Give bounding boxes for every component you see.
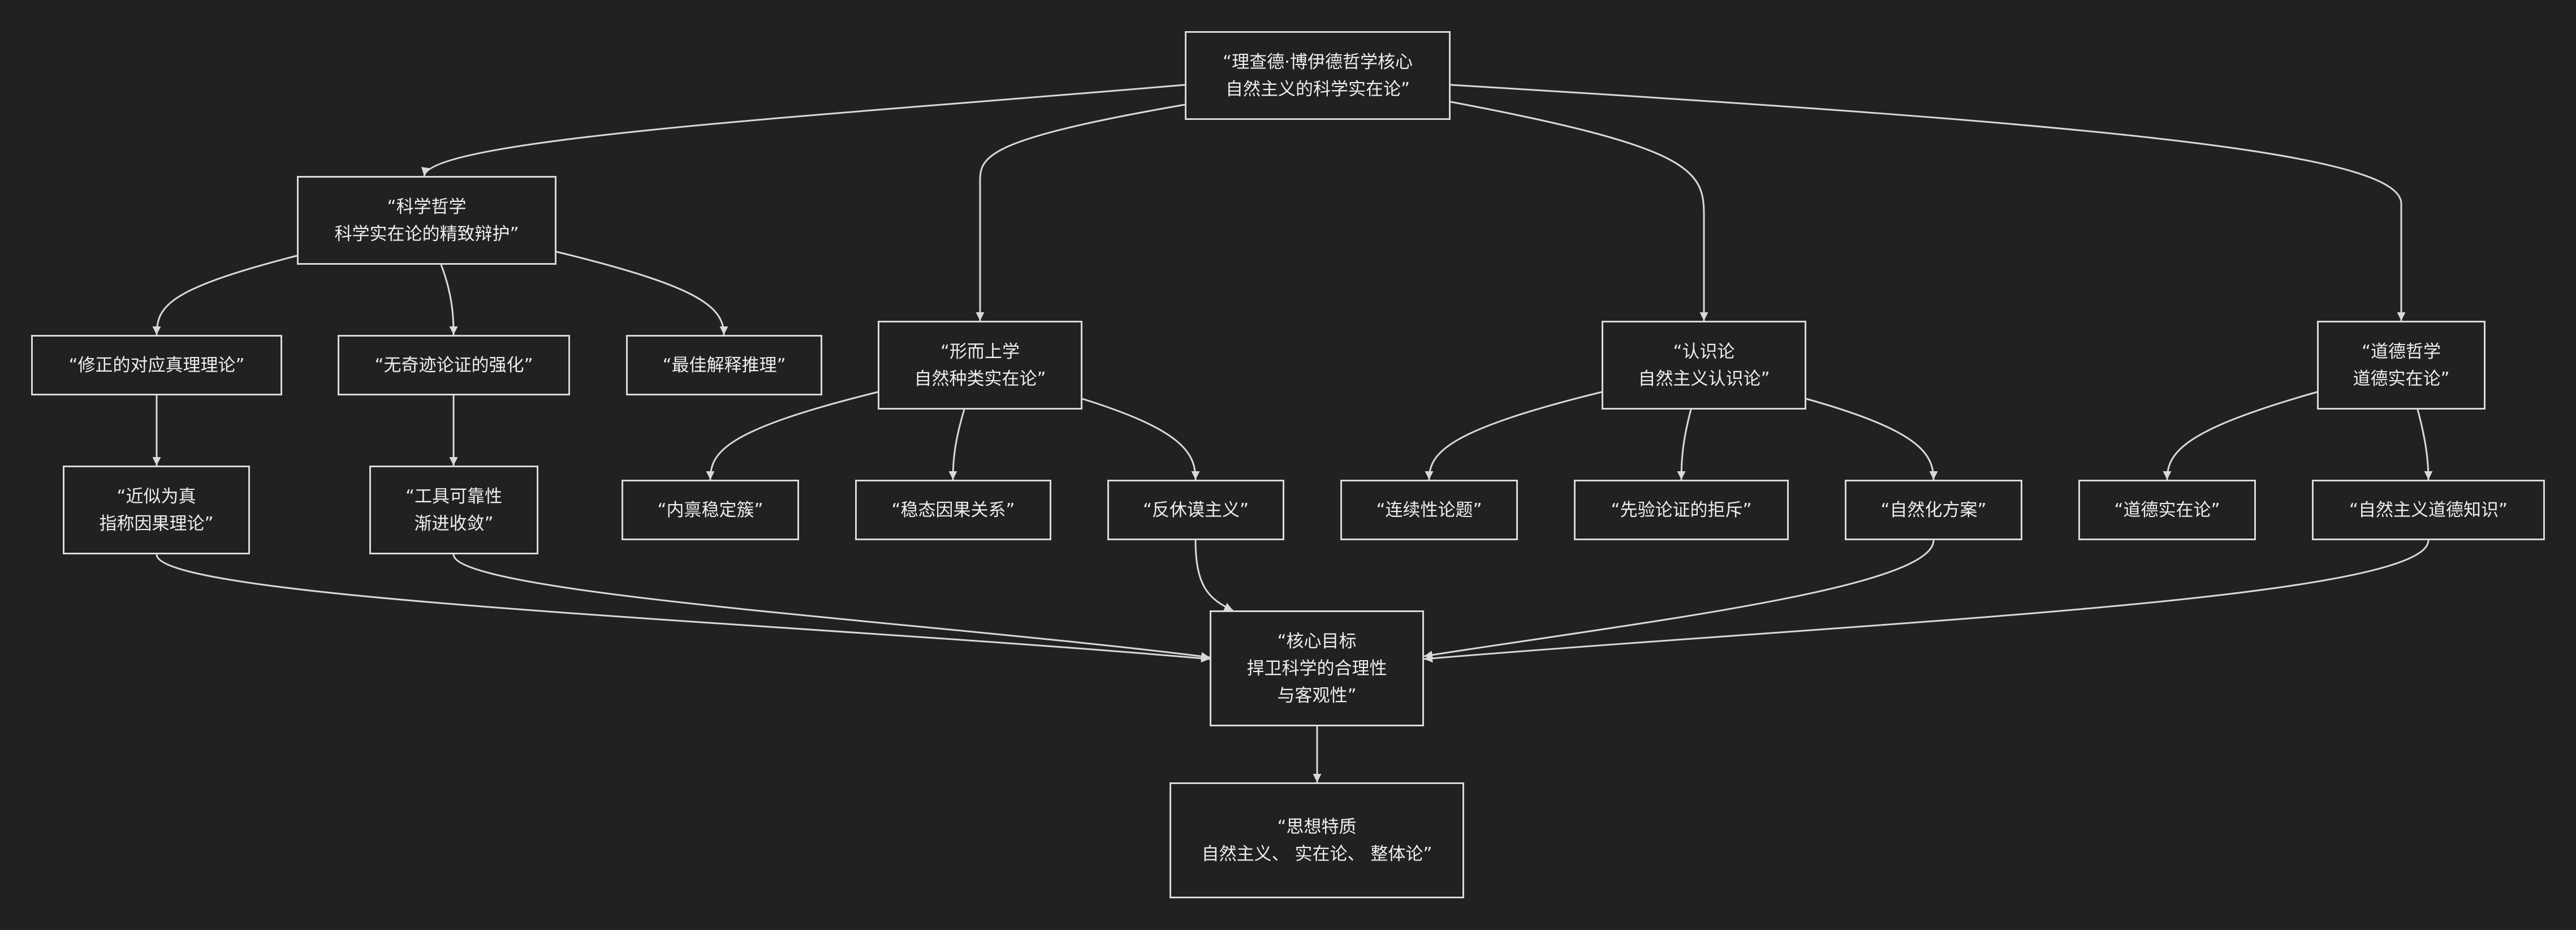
node-label: “反休谟主义” xyxy=(1142,500,1249,520)
edge-naturalmoral-to-goal xyxy=(1423,540,2430,663)
node-philosophy-of-science: “科学哲学 科学实在论的精致辩护” xyxy=(297,176,556,265)
node-label: “稳态因果关系” xyxy=(891,500,1015,520)
edge-naturalized-to-goal xyxy=(1423,540,1935,660)
node-correspondence-theory: “修正的对应真理理论” xyxy=(31,335,282,395)
node-label: “核心目标 捍卫科学的合理性 与客观性” xyxy=(1246,631,1387,706)
node-approximate-truth: “近似为真 指称因果理论” xyxy=(63,466,250,554)
node-homeostatic-causal: “稳态因果关系” xyxy=(855,480,1051,540)
node-naturalist-moral-knowledge: “自然主义道德知识” xyxy=(2312,480,2545,540)
node-label: “理查德·博伊德哲学核心 自然主义的科学实在论” xyxy=(1223,51,1413,100)
node-label: “道德哲学 道德实在论” xyxy=(2353,341,2450,389)
node-root-boyd-core: “理查德·博伊德哲学核心 自然主义的科学实在论” xyxy=(1185,31,1451,120)
node-label: “内禀稳定簇” xyxy=(657,500,763,520)
edge-root-to-metaphysics xyxy=(976,104,1185,321)
edge-science-to-nomiracles xyxy=(440,264,458,335)
node-anti-humeanism: “反休谟主义” xyxy=(1107,480,1284,540)
node-thought-traits: “思想特质 自然主义、 实在论、 整体论” xyxy=(1170,782,1464,898)
node-label: “道德实在论” xyxy=(2114,500,2220,520)
node-label: “自然主义道德知识” xyxy=(2349,500,2508,520)
node-label: “无奇迹论证的强化” xyxy=(374,355,533,376)
node-core-goal: “核心目标 捍卫科学的合理性 与客观性” xyxy=(1210,610,1424,726)
node-moral-realism: “道德实在论” xyxy=(2078,480,2256,540)
node-label: “先验论证的拒斥” xyxy=(1611,500,1752,520)
node-label: “近似为真 指称因果理论” xyxy=(99,486,214,534)
edge-root-to-moral xyxy=(1450,84,2406,321)
node-continuity-thesis: “连续性论题” xyxy=(1340,480,1518,540)
node-moral-philosophy: “道德哲学 道德实在论” xyxy=(2317,321,2486,410)
node-intrinsic-stable-cluster: “内禀稳定簇” xyxy=(622,480,799,540)
node-naturalized-program: “自然化方案” xyxy=(1845,480,2022,540)
edge-metaphysics-to-intrinsic xyxy=(706,391,878,480)
edge-root-to-epistemology xyxy=(1450,101,1708,321)
edge-moral-to-moralrealism xyxy=(2163,391,2318,480)
node-label: “修正的对应真理理论” xyxy=(68,355,245,376)
node-label: “思想特质 自然主义、 实在论、 整体论” xyxy=(1201,816,1432,864)
edge-moral-to-naturalmoral xyxy=(2417,409,2433,480)
edge-metaphysics-to-antihumean xyxy=(1082,398,1200,480)
node-label: “工具可靠性 渐进收敛” xyxy=(405,486,503,534)
node-label: “认识论 自然主义认识论” xyxy=(1638,341,1770,389)
edge-epistemology-to-continuity xyxy=(1425,391,1602,480)
node-inference-best-explanation: “最佳解释推理” xyxy=(626,335,822,395)
edge-root-to-science xyxy=(421,84,1185,176)
edge-tool-to-goal xyxy=(452,554,1210,661)
node-label: “连续性论题” xyxy=(1376,500,1482,520)
edge-science-to-ibe xyxy=(556,251,728,335)
edge-epistemology-to-apriori xyxy=(1677,409,1692,480)
node-no-miracles-argument: “无奇迹论证的强化” xyxy=(338,335,570,395)
edge-epistemology-to-naturalized xyxy=(1806,398,1938,480)
node-metaphysics: “形而上学 自然种类实在论” xyxy=(878,321,1082,410)
node-label: “最佳解释推理” xyxy=(662,355,786,376)
edge-antihumean-to-goal xyxy=(1194,540,1233,612)
node-label: “科学哲学 科学实在论的精致辩护” xyxy=(334,196,519,244)
edge-science-to-correspondence xyxy=(152,255,297,335)
node-tool-reliability: “工具可靠性 渐进收敛” xyxy=(369,466,538,554)
node-label: “形而上学 自然种类实在论” xyxy=(914,341,1046,389)
node-label: “自然化方案” xyxy=(1880,500,1987,520)
node-epistemology: “认识论 自然主义认识论” xyxy=(1602,321,1806,410)
node-apriori-rejection: “先验论证的拒斥” xyxy=(1574,480,1789,540)
edge-metaphysics-to-homeostatic xyxy=(948,409,965,480)
edge-approx-to-goal xyxy=(156,554,1210,663)
